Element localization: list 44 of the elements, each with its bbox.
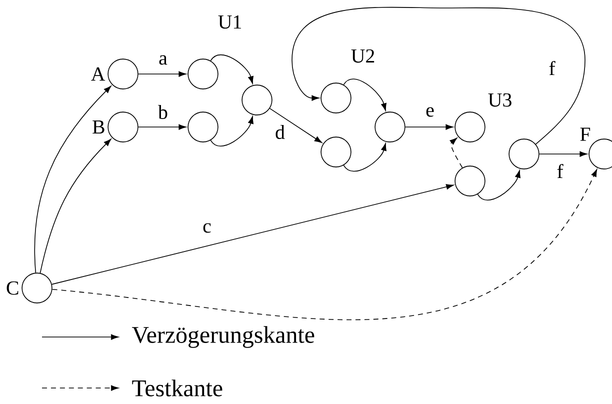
state-circle xyxy=(454,112,486,142)
edge-label: f xyxy=(548,60,556,76)
state-circle xyxy=(188,58,218,90)
arrow xyxy=(40,138,112,274)
state-circle xyxy=(22,272,52,304)
arrow xyxy=(477,170,520,201)
arrow xyxy=(450,138,463,168)
edge-label: e xyxy=(424,106,436,118)
group-label: U2 xyxy=(351,49,374,63)
arrow xyxy=(52,169,598,320)
arrow xyxy=(404,124,454,130)
edge-label: a xyxy=(158,54,168,66)
legend-text: Verzögerungskante xyxy=(132,326,314,348)
node-label: F xyxy=(580,128,590,141)
state-circle xyxy=(454,166,486,196)
state-circle xyxy=(508,138,540,170)
node-label: C xyxy=(6,281,18,295)
state-circle xyxy=(242,84,272,116)
arrow xyxy=(343,78,386,111)
legend-text: Testkante xyxy=(132,380,222,396)
node-label: A xyxy=(91,67,106,81)
state-circle xyxy=(320,82,352,114)
arrow xyxy=(210,54,254,84)
edge-label: d xyxy=(274,124,286,140)
state-circle xyxy=(188,112,218,142)
state-circle xyxy=(108,58,138,90)
arrow xyxy=(538,151,588,157)
edge-label: f xyxy=(556,163,564,180)
arrow xyxy=(269,108,322,143)
group-label: U3 xyxy=(488,93,512,107)
arrow xyxy=(34,86,112,274)
state-circle xyxy=(320,136,352,168)
edge-label: b xyxy=(157,104,169,120)
group-label: U1 xyxy=(218,15,241,29)
state-circle xyxy=(374,112,406,142)
state-circle xyxy=(108,112,138,142)
edge-label: c xyxy=(202,222,212,234)
arrow xyxy=(292,6,586,145)
arrow xyxy=(138,124,186,130)
arrow xyxy=(138,71,186,77)
arrow xyxy=(210,116,254,147)
node-label: B xyxy=(92,120,104,134)
arrow xyxy=(52,184,454,285)
arrow xyxy=(343,143,386,172)
